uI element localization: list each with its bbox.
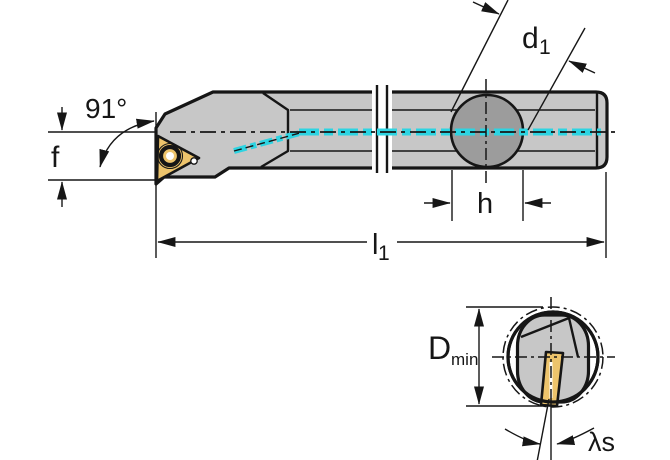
dim-dmin: D min xyxy=(428,306,547,407)
insert-ring xyxy=(156,142,184,170)
dim-approach-angle: 91° xyxy=(85,93,155,168)
insert-screw-hole xyxy=(166,152,174,160)
side-view: f 91° l 1 h d xyxy=(48,0,620,265)
dim-lambda-s: λs xyxy=(504,427,615,457)
dim-h: h xyxy=(424,170,551,221)
insert xyxy=(155,134,201,183)
section-view: D min λs xyxy=(428,297,615,460)
label-lambda-s: λs xyxy=(588,427,615,457)
dim-l1: l 1 xyxy=(155,112,607,265)
insert-screw xyxy=(158,144,182,168)
coolant-channel-angled xyxy=(233,130,301,154)
label-l1: l xyxy=(372,229,378,261)
label-dmin: D xyxy=(428,330,451,366)
dim-d1: d 1 xyxy=(450,0,596,131)
lambda-tilted-line xyxy=(536,398,550,460)
label-l1-sub: 1 xyxy=(378,242,390,265)
insert-tip-radius xyxy=(190,157,198,165)
label-f: f xyxy=(51,141,60,174)
label-h: h xyxy=(477,188,493,220)
label-approach-angle: 91° xyxy=(85,93,127,124)
label-d1: d xyxy=(522,22,539,55)
head-contour xyxy=(260,92,290,169)
insert-pocket-lines xyxy=(520,316,580,358)
label-dmin-sub: min xyxy=(451,350,478,369)
label-d1-sub: 1 xyxy=(539,36,551,59)
